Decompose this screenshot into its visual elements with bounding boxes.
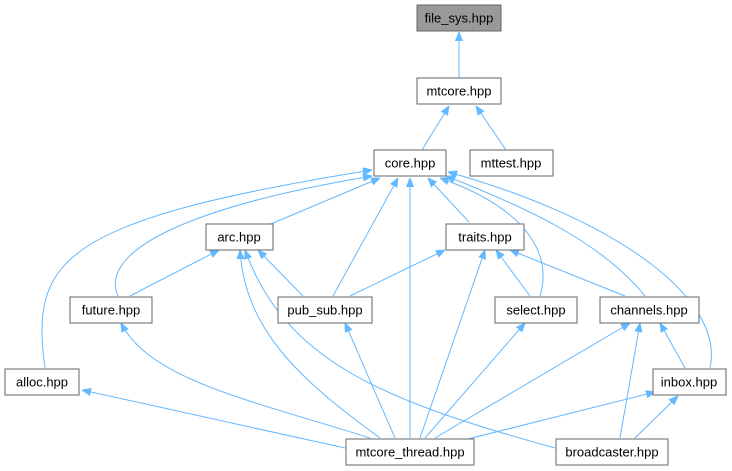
- edge-mtcore_thread-to-future: [121, 323, 371, 439]
- edge-channels-to-core: [446, 176, 646, 297]
- edge-inbox-to-core: [448, 172, 712, 369]
- edge-traits-to-core: [428, 178, 470, 223]
- node-mtcore-label: mtcore.hpp: [426, 84, 491, 99]
- edge-pub_sub-to-core: [332, 178, 398, 297]
- edge-future-to-core: [114, 176, 372, 297]
- edge-mtcore_thread-to-select: [424, 323, 525, 439]
- edge-mtcore_thread-to-alloc: [82, 390, 346, 449]
- edge-channels-to-traits: [510, 249, 626, 297]
- edge-mtcore_thread-to-pub_sub: [345, 323, 396, 439]
- node-mttest-label: mttest.hpp: [481, 156, 542, 171]
- node-inbox-label: inbox.hpp: [661, 375, 717, 390]
- edge-mtcore_thread-to-channels: [434, 323, 630, 439]
- node-mtcore_thread-label: mtcore_thread.hpp: [355, 445, 464, 460]
- node-alloc-label: alloc.hpp: [16, 375, 68, 390]
- edge-alloc-to-core: [41, 170, 372, 369]
- node-broadcaster[interactable]: broadcaster.hpp: [555, 438, 669, 466]
- edge-mtcore_thread-to-inbox: [447, 392, 655, 445]
- edge-broadcaster-to-channels: [619, 323, 640, 439]
- edge-mttest-to-mtcore: [476, 106, 507, 151]
- node-broadcaster-label: broadcaster.hpp: [565, 445, 658, 460]
- node-channels[interactable]: channels.hpp: [599, 296, 700, 324]
- edge-mtcore_thread-to-traits: [419, 250, 485, 439]
- edge-mtcore_thread-to-arc: [240, 250, 381, 439]
- edge-broadcaster-to-arc: [245, 250, 556, 449]
- node-future-label: future.hpp: [82, 303, 141, 318]
- edge-inbox-to-channels: [660, 323, 686, 369]
- node-future[interactable]: future.hpp: [69, 296, 153, 324]
- node-pub_sub[interactable]: pub_sub.hpp: [277, 296, 373, 324]
- node-mtcore[interactable]: mtcore.hpp: [416, 77, 502, 105]
- nodes-layer: file_sys.hpp mtcore.hpp core.hpp mttest.…: [4, 4, 727, 466]
- edge-select-to-core: [440, 178, 544, 297]
- node-inbox[interactable]: inbox.hpp: [652, 368, 727, 396]
- edges-layer: [41, 32, 712, 449]
- node-select[interactable]: select.hpp: [494, 296, 578, 324]
- node-core-label: core.hpp: [385, 156, 436, 171]
- edge-arc-to-core: [265, 178, 380, 227]
- edge-core-to-mtcore: [421, 106, 449, 151]
- edge-broadcaster-to-inbox: [634, 396, 678, 439]
- edge-future-to-arc: [129, 250, 219, 297]
- node-arc[interactable]: arc.hpp: [205, 223, 274, 251]
- edge-pub_sub-to-traits: [349, 250, 445, 297]
- node-file_sys[interactable]: file_sys.hpp: [416, 4, 502, 32]
- node-traits-label: traits.hpp: [458, 230, 511, 245]
- node-traits[interactable]: traits.hpp: [445, 223, 525, 251]
- edge-pub_sub-to-arc: [258, 250, 304, 297]
- node-arc-label: arc.hpp: [217, 230, 260, 245]
- node-pub_sub-label: pub_sub.hpp: [287, 303, 362, 318]
- node-select-label: select.hpp: [506, 303, 565, 318]
- node-alloc[interactable]: alloc.hpp: [4, 368, 80, 396]
- node-channels-label: channels.hpp: [610, 303, 687, 318]
- node-file_sys-label: file_sys.hpp: [425, 11, 494, 26]
- edge-select-to-traits: [496, 250, 531, 297]
- node-mtcore_thread[interactable]: mtcore_thread.hpp: [345, 438, 475, 466]
- node-core[interactable]: core.hpp: [373, 149, 447, 177]
- node-mttest[interactable]: mttest.hpp: [469, 149, 554, 177]
